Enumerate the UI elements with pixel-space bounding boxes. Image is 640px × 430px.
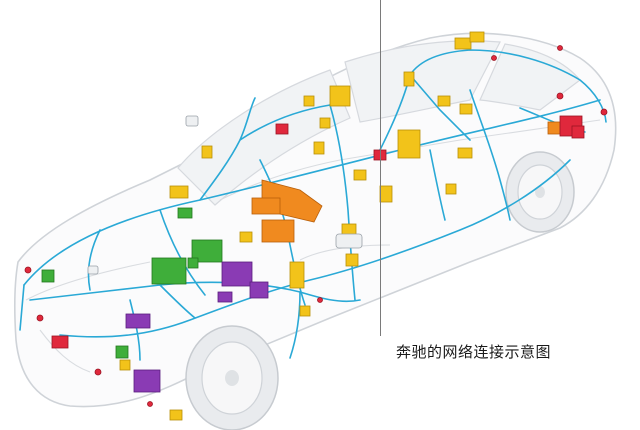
module-purple-e	[217, 291, 233, 303]
module-yellow-k	[169, 185, 189, 199]
module-red-b	[275, 123, 289, 135]
module-yellow-a	[303, 95, 315, 107]
module-yellow-j	[445, 183, 457, 195]
module-yellow-f	[313, 141, 325, 155]
divider-line	[380, 0, 381, 336]
front-wheel	[185, 325, 279, 430]
sensor-red-3	[94, 368, 102, 376]
car-details	[25, 119, 601, 373]
module-yellow-i	[379, 185, 393, 203]
module-yellow-p	[299, 305, 311, 317]
diagram-caption: 奔驰的网络连接示意图	[396, 343, 552, 361]
module-yellow-r	[169, 409, 183, 421]
sensor-red-7	[557, 45, 563, 51]
module-yellow-o	[345, 253, 359, 267]
module-purple-d	[133, 369, 161, 393]
module-yellow-l	[239, 231, 253, 243]
module-orange-b	[261, 219, 295, 243]
sensor-red-9	[147, 401, 153, 407]
sensor-red-1	[24, 266, 32, 274]
module-yellow-h	[353, 169, 367, 181]
connector-b	[185, 115, 199, 127]
wiring-harness	[19, 49, 607, 361]
module-orange-a	[251, 197, 281, 215]
module-yellow-display	[329, 85, 351, 107]
connector-a	[335, 233, 363, 249]
module-yellow-pillar	[403, 71, 415, 87]
module-yellow-g	[457, 147, 473, 159]
module-yellow-b	[319, 117, 331, 129]
yellow-modules	[119, 31, 485, 421]
rear-wheel	[505, 151, 575, 233]
red-modules	[24, 45, 608, 407]
module-purple-pump	[221, 261, 253, 287]
sensor-red-2	[36, 314, 44, 322]
orange-modules	[251, 121, 565, 243]
module-green-c	[177, 207, 193, 219]
module-red-rear-b	[571, 125, 585, 139]
module-green-f	[187, 257, 199, 269]
module-yellow-c	[437, 95, 451, 107]
purple-modules	[125, 261, 269, 393]
module-purple-b	[249, 281, 269, 299]
module-green-e	[115, 345, 129, 359]
sensor-red-5	[556, 92, 564, 100]
connector-c	[87, 265, 99, 275]
module-yellow-d	[459, 103, 473, 115]
sensor-red-8	[317, 297, 323, 303]
module-purple-c	[125, 313, 151, 329]
module-green-d	[41, 269, 55, 283]
green-modules	[41, 207, 223, 359]
module-red-c	[51, 335, 69, 349]
module-yellow-n	[289, 261, 305, 289]
sensor-red-4	[600, 108, 608, 116]
module-green-b	[191, 239, 223, 263]
module-yellow-roof-2	[469, 31, 485, 43]
module-green-main	[151, 257, 187, 285]
sensor-red-6	[491, 55, 497, 61]
connectors	[87, 115, 363, 275]
module-yellow-q	[119, 359, 131, 371]
module-yellow-e	[201, 145, 213, 159]
module-yellow-roof-1	[454, 37, 472, 50]
module-yellow-seat	[397, 129, 421, 159]
